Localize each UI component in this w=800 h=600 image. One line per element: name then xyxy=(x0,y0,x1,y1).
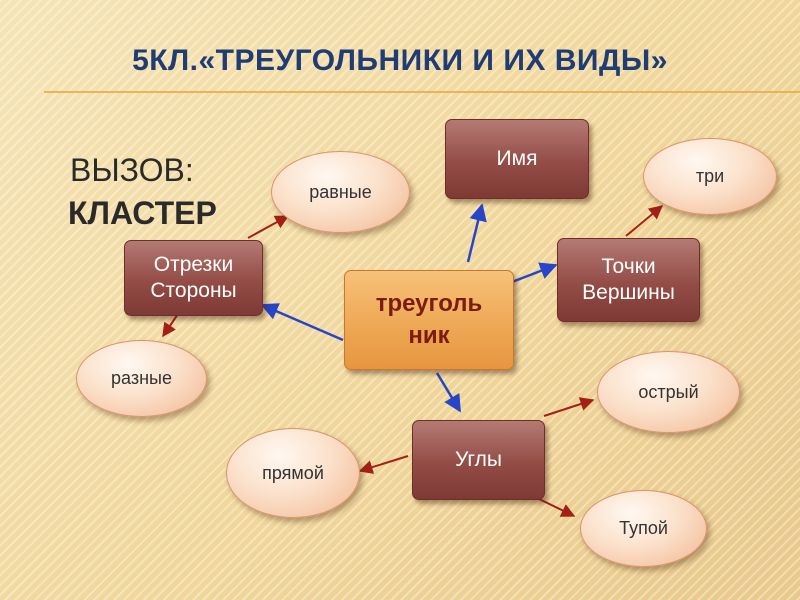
oval-obtuse: Тупой xyxy=(580,490,707,567)
arrow-center-to-name xyxy=(466,203,487,263)
node-sides-line-2: Стороны xyxy=(150,279,237,302)
arrow-sides-to-different xyxy=(162,313,179,338)
lead-text: ВЫЗОВ: КЛАСТЕР xyxy=(68,150,217,233)
arrow-center-to-vertices xyxy=(511,262,558,284)
node-name-label: Имя xyxy=(496,147,538,170)
arrow-sides-to-equal xyxy=(247,215,290,239)
oval-acute: острый xyxy=(597,351,740,433)
lead-line-1: ВЫЗОВ: xyxy=(70,152,194,188)
arrow-center-to-sides xyxy=(260,303,344,342)
node-name: Имя xyxy=(445,119,589,199)
node-vertices-line-2: Вершины xyxy=(582,281,675,304)
node-sides-line-1: Отрезки xyxy=(153,253,234,276)
oval-right: прямой xyxy=(226,428,360,518)
node-vertices: Точки Вершины xyxy=(557,238,700,322)
oval-equal: равные xyxy=(271,151,410,233)
title-divider xyxy=(44,91,800,93)
oval-three: три xyxy=(643,138,777,215)
oval-acute-label: острый xyxy=(638,381,699,402)
oval-obtuse-label: Тупой xyxy=(619,518,668,538)
lead-line-2: КЛАСТЕР xyxy=(68,194,217,231)
node-angles-label: Углы xyxy=(455,448,502,471)
node-sides: Отрезки Стороны xyxy=(124,240,263,316)
arrow-angles-to-right xyxy=(358,455,409,474)
arrow-angles-to-acute xyxy=(543,397,595,417)
node-angles: Углы xyxy=(412,420,545,500)
oval-equal-label: равные xyxy=(309,181,372,202)
arrow-center-to-angles xyxy=(435,372,462,413)
oval-different-label: разные xyxy=(111,368,172,388)
center-line-2: ник xyxy=(408,322,450,349)
arrow-angles-to-obtuse xyxy=(534,496,576,517)
node-vertices-line-1: Точки xyxy=(601,255,656,278)
oval-three-label: три xyxy=(695,166,725,186)
oval-different: разные xyxy=(76,340,207,417)
center-line-1: треуголь xyxy=(375,290,483,317)
node-center-triangle: треуголь ник xyxy=(344,270,514,370)
slide-title: 5КЛ.«ТРЕУГОЛЬНИКИ И ИХ ВИДЫ» xyxy=(132,44,668,77)
oval-right-label: прямой xyxy=(262,462,324,483)
arrow-vertices-to-three xyxy=(625,205,664,237)
